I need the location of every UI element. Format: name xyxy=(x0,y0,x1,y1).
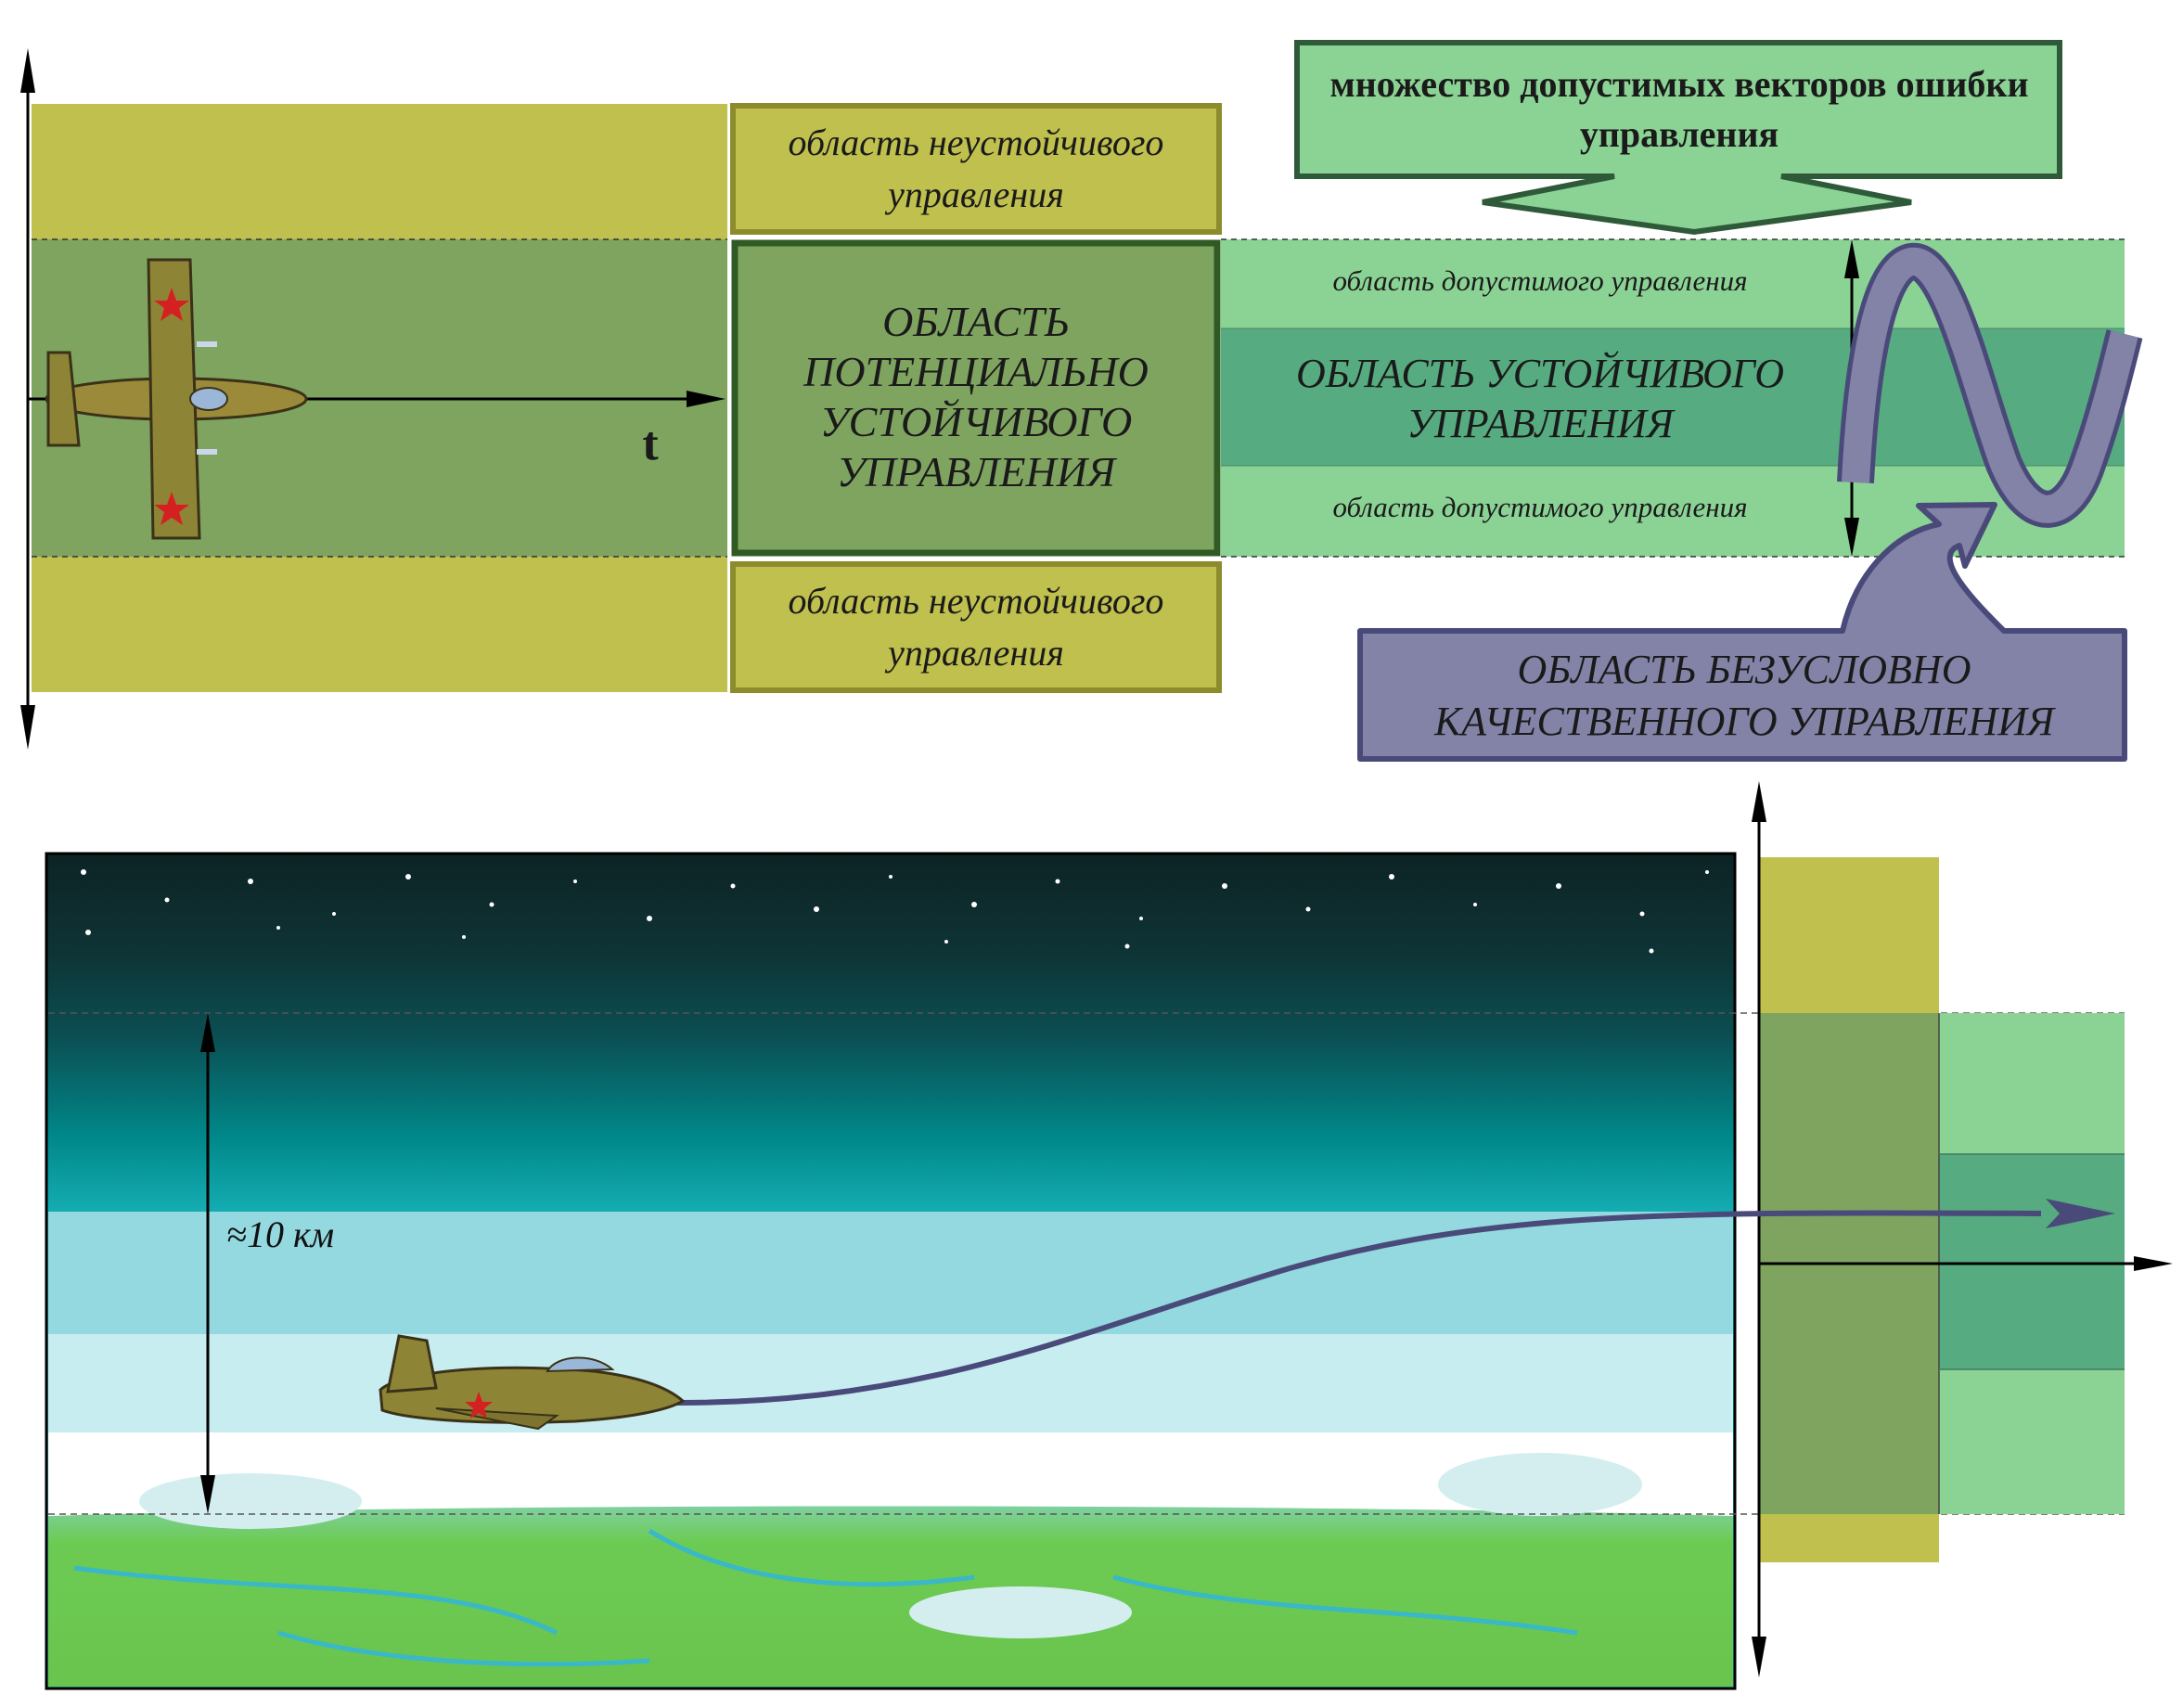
br-admissible-bottom xyxy=(1939,1369,2125,1514)
br-admissible-top xyxy=(1939,1013,2125,1154)
unstable-bottom-box xyxy=(730,561,1222,693)
stars xyxy=(81,869,1709,954)
quality-label: ОБЛАСТЬ БЕЗУСЛОВНО КАЧЕСТВЕННОГО УПРАВЛЕ… xyxy=(1434,647,2054,744)
quality-callout xyxy=(1357,502,2127,762)
ground xyxy=(48,1506,1733,1687)
potential-stable-label: ОБЛАСТЬ ПОТЕНЦИАЛЬНО УСТОЙЧИВОГО УПРАВЛЕ… xyxy=(803,298,1149,495)
unstable-bottom-label: область неустойчивого управления xyxy=(788,580,1164,674)
airplane-side-view-icon xyxy=(379,1334,686,1431)
left-unstable-top-band xyxy=(32,104,727,239)
time-axis-label: t xyxy=(642,417,659,470)
axis-arrow-down xyxy=(20,705,35,750)
cloud xyxy=(139,1473,362,1529)
flight-trajectory xyxy=(676,1210,2042,1406)
vector-set-callout xyxy=(1294,40,2062,236)
br-unstable-bottom xyxy=(1759,1514,1939,1562)
br-stable xyxy=(1939,1154,2125,1369)
axis-arrow-up xyxy=(20,48,35,93)
admissible-top-label: область допустимого управления xyxy=(1332,264,1748,297)
br-unstable-top xyxy=(1759,857,1939,1013)
vector-set-label: множество допустимых векторов ошибки упр… xyxy=(1329,63,2029,155)
admissible-bottom-label: область допустимого управления xyxy=(1332,491,1748,523)
potential-stable-box xyxy=(731,239,1221,557)
unstable-top-box xyxy=(730,103,1222,235)
admissible-top-band xyxy=(1221,239,2125,328)
unstable-top-label: область неустойчивого управления xyxy=(788,122,1164,215)
airplane-top-view-icon xyxy=(45,258,308,540)
altitude-label: ≈10 км xyxy=(226,1213,335,1255)
stable-label: ОБЛАСТЬ УСТОЙЧИВОГО УПРАВЛЕНИЯ xyxy=(1296,351,1784,446)
left-unstable-bottom-band xyxy=(32,557,727,692)
